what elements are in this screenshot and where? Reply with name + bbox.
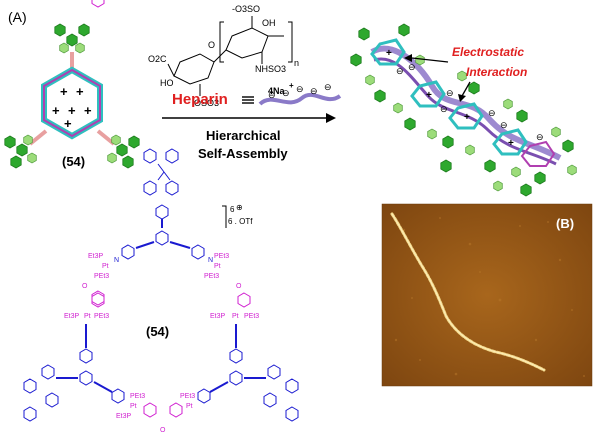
heparin-nhso3: NHSO3 — [255, 64, 286, 74]
heparin-strand-icon: ⊖ ⊖ ⊖ ⊖ ⊖ — [258, 82, 342, 106]
svg-text:+: + — [68, 103, 76, 118]
heparin-oso3: OSO3 — [194, 98, 219, 108]
o-bottom: O — [160, 427, 166, 434]
heparin-name: Heparin — [172, 91, 228, 108]
annotation-arrows — [404, 54, 471, 102]
annotation-line2: Interaction — [466, 65, 527, 79]
pet3-right-mid: PEt3 — [244, 313, 259, 320]
panel-a-label: (A) — [8, 9, 27, 25]
pet3-bl: PEt3 — [130, 393, 145, 400]
counter-anion: 6 . OTf — [228, 217, 253, 226]
pt-ur: Pt — [214, 263, 221, 270]
cartoon-54: + + + + + + — [4, 23, 140, 169]
o-left: O — [82, 283, 88, 290]
self-assembly-arrow — [162, 113, 336, 123]
pt-left-mid: Pt — [84, 313, 91, 320]
charge-bracket: 6 ⊕ 6 . OTf — [222, 203, 253, 228]
svg-text:⊖: ⊖ — [536, 132, 544, 142]
heparin-structure — [167, 16, 293, 96]
pt-right-mid: Pt — [232, 313, 239, 320]
charge-value: 6 — [230, 205, 235, 214]
svg-text:⊖: ⊖ — [268, 90, 276, 100]
svg-text:⊖: ⊖ — [488, 108, 496, 118]
svg-text:+: + — [386, 48, 392, 59]
svg-text:+: + — [426, 90, 432, 101]
et3p-bl: Et3P — [116, 413, 132, 420]
heparin-repeat-n: n — [294, 58, 299, 68]
svg-text:⊖: ⊖ — [324, 82, 332, 92]
svg-text:+: + — [508, 138, 514, 149]
heparin-o-ring: O — [208, 40, 215, 50]
pet3-ul: PEt3 — [94, 273, 109, 280]
svg-text:⊖: ⊖ — [282, 88, 290, 98]
afm-noise — [394, 217, 585, 377]
svg-text:⊖: ⊖ — [296, 84, 304, 94]
pt-bl: Pt — [130, 403, 137, 410]
svg-text:⊖: ⊖ — [310, 86, 318, 96]
equiv-symbol — [242, 96, 254, 104]
svg-text:⊖: ⊖ — [408, 62, 416, 72]
assembly-cartoon: ⊖ ⊖ ⊖ ⊖ ⊖ ⊖ ⊖ + + + + — [350, 23, 577, 197]
svg-text:+: + — [76, 84, 84, 99]
heparin-ho: HO — [160, 78, 174, 88]
svg-text:+: + — [60, 84, 68, 99]
o-right: O — [236, 283, 242, 290]
svg-text:+: + — [464, 112, 470, 123]
svg-text:⊖: ⊖ — [446, 88, 454, 98]
heparin-oh: OH — [262, 18, 276, 28]
pet3-ur: PEt3 — [214, 253, 229, 260]
panel-b-label: (B) — [556, 216, 574, 231]
heparin-counterion: 4Na — [268, 86, 286, 96]
svg-text:⊖: ⊖ — [440, 104, 448, 114]
et3p-ul: Et3P — [88, 253, 104, 260]
compound-label-bottom: (54) — [146, 324, 169, 339]
afm-image — [381, 203, 593, 387]
svg-text:+: + — [52, 103, 60, 118]
n-right: N — [208, 257, 213, 264]
svg-text:⊕: ⊕ — [236, 203, 243, 212]
heparin-so3-top: -O3SO — [232, 4, 260, 14]
heparin-counterion-charge: + — [289, 81, 294, 90]
svg-text:+: + — [64, 116, 72, 131]
svg-text:⊖: ⊖ — [500, 120, 508, 130]
annotation-line1: Electrostatic — [452, 45, 524, 59]
heparin-coo: O2C — [148, 54, 167, 64]
compound-label-top: (54) — [62, 154, 85, 169]
pet3-ur2: PEt3 — [204, 273, 219, 280]
arrow-caption-line1: Hierarchical — [206, 128, 280, 143]
n-left: N — [114, 257, 119, 264]
molecular-structure: N N Et3P Pt PEt3 PEt3 Pt PEt3 O Et3P Pt … — [23, 0, 299, 434]
pt-br: Pt — [186, 403, 193, 410]
svg-text:+: + — [84, 103, 92, 118]
pet3-left-mid: PEt3 — [94, 313, 109, 320]
arrow-caption-line2: Self-Assembly — [198, 146, 288, 161]
pt-ul: Pt — [102, 263, 109, 270]
pet3-br: PEt3 — [180, 393, 195, 400]
et3p-left-mid: Et3P — [64, 313, 80, 320]
et3p-right-mid: Et3P — [210, 313, 226, 320]
svg-text:⊖: ⊖ — [396, 66, 404, 76]
